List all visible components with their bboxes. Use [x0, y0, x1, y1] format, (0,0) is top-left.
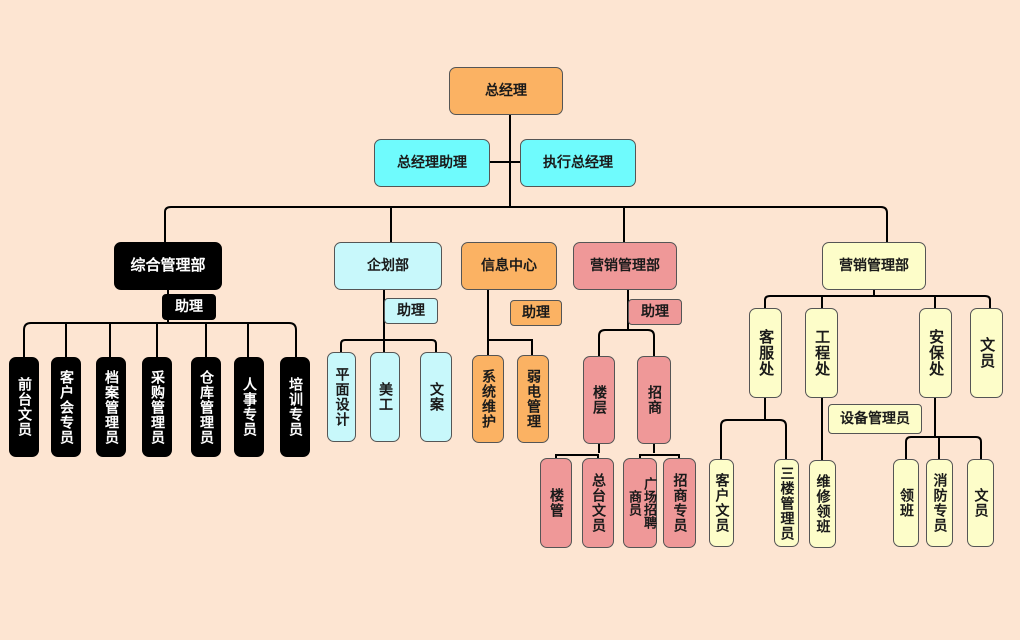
- operations-clerk-box[interactable]: 文员: [970, 308, 1003, 398]
- customer-service-box[interactable]: 客服处: [749, 308, 782, 398]
- security-box[interactable]: 安保处: [919, 308, 952, 398]
- leasing-staff-label: 广场招聘商员: [626, 477, 656, 529]
- info-center-assistant-tag[interactable]: 助理: [510, 300, 562, 326]
- admin-staff-box[interactable]: 仓库管理员: [191, 357, 221, 457]
- leasing-staff-box[interactable]: 招商专员: [663, 458, 696, 548]
- admin-staff-box[interactable]: 前台文员: [9, 357, 39, 457]
- admin-assistant-tag[interactable]: 助理: [162, 294, 216, 320]
- admin-dept-box[interactable]: 综合管理部: [114, 242, 222, 290]
- security-staff-box[interactable]: 领班: [893, 459, 919, 547]
- leasing-section-box[interactable]: 招商: [637, 356, 671, 444]
- admin-staff-box[interactable]: 客户会专员: [51, 357, 81, 457]
- customer-service-staff-box[interactable]: 客户文员: [709, 459, 734, 547]
- ceo-assistant-box[interactable]: 总经理助理: [374, 139, 490, 187]
- operations-dept-box[interactable]: 营销管理部: [822, 242, 926, 290]
- admin-staff-box[interactable]: 档案管理员: [96, 357, 126, 457]
- security-staff-box[interactable]: 文员: [967, 459, 994, 547]
- planning-staff-box[interactable]: 平面设计: [327, 352, 356, 442]
- leasing-staff-box[interactable]: 广场招聘商员: [623, 458, 657, 548]
- admin-staff-box[interactable]: 人事专员: [234, 357, 264, 457]
- executive-gm-box[interactable]: 执行总经理: [520, 139, 636, 187]
- floor-section-box[interactable]: 楼层: [583, 356, 615, 444]
- planning-dept-box[interactable]: 企划部: [334, 242, 442, 290]
- admin-staff-box[interactable]: 培训专员: [280, 357, 310, 457]
- floor-staff-box[interactable]: 总台文员: [582, 458, 614, 548]
- admin-staff-box[interactable]: 采购管理员: [142, 357, 172, 457]
- ceo-box[interactable]: 总经理: [449, 67, 563, 115]
- customer-service-staff-box[interactable]: 三楼管理员: [774, 459, 799, 547]
- marketing-dept-box[interactable]: 营销管理部: [573, 242, 677, 290]
- planning-staff-box[interactable]: 美工: [370, 352, 400, 442]
- marketing-assistant-tag[interactable]: 助理: [628, 299, 682, 325]
- info-center-box[interactable]: 信息中心: [461, 242, 557, 290]
- engineering-box[interactable]: 工程处: [805, 308, 838, 398]
- equipment-admin-tag[interactable]: 设备管理员: [828, 404, 922, 434]
- floor-staff-box[interactable]: 楼管: [540, 458, 572, 548]
- info-center-staff-box[interactable]: 弱电管理: [517, 355, 549, 443]
- security-staff-box[interactable]: 消防专员: [926, 459, 953, 547]
- planning-assistant-tag[interactable]: 助理: [384, 298, 438, 324]
- engineering-staff-box[interactable]: 维修领班: [809, 460, 836, 548]
- planning-staff-box[interactable]: 文案: [420, 352, 452, 442]
- info-center-staff-box[interactable]: 系统维护: [472, 355, 504, 443]
